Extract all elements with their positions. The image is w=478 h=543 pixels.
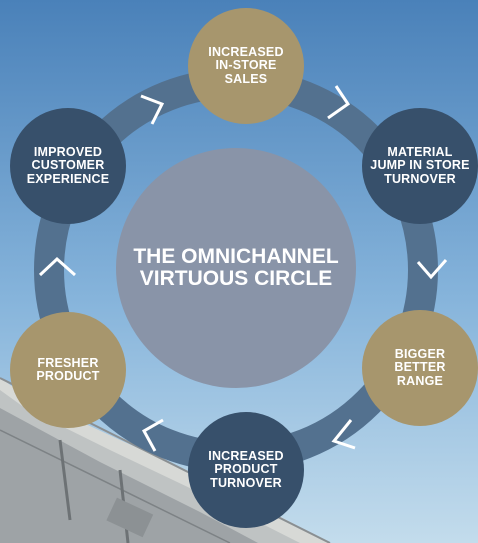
node-bigger-better-range: BIGGER BETTER RANGE <box>362 310 478 426</box>
chevron-up-icon <box>38 256 76 277</box>
chevron-down-icon <box>416 259 448 280</box>
node-improved-customer-experience: IMPROVED CUSTOMER EXPERIENCE <box>10 108 126 224</box>
node-label: INCREASED IN-STORE SALES <box>208 44 284 86</box>
chevron-left-icon <box>141 418 164 452</box>
node-label: MATERIAL JUMP IN STORE TURNOVER <box>370 144 470 186</box>
chevron-right-icon <box>140 94 165 125</box>
node-label: FRESHER PRODUCT <box>36 355 100 383</box>
center-title: THE OMNICHANNEL VIRTUOUS CIRCLE <box>133 245 339 290</box>
node-label: BIGGER BETTER RANGE <box>394 346 446 388</box>
center-title-circle: THE OMNICHANNEL VIRTUOUS CIRCLE <box>116 148 356 388</box>
chevron-right-icon <box>327 85 351 120</box>
node-material-jump-in-store-turnover: MATERIAL JUMP IN STORE TURNOVER <box>362 108 478 224</box>
node-fresher-product: FRESHER PRODUCT <box>10 312 126 428</box>
node-label: IMPROVED CUSTOMER EXPERIENCE <box>26 144 110 186</box>
node-label: INCREASED PRODUCT TURNOVER <box>208 448 284 490</box>
node-increased-product-turnover: INCREASED PRODUCT TURNOVER <box>188 412 304 528</box>
chevron-left-icon <box>331 419 356 450</box>
node-increased-in-store-sales: INCREASED IN-STORE SALES <box>188 8 304 124</box>
